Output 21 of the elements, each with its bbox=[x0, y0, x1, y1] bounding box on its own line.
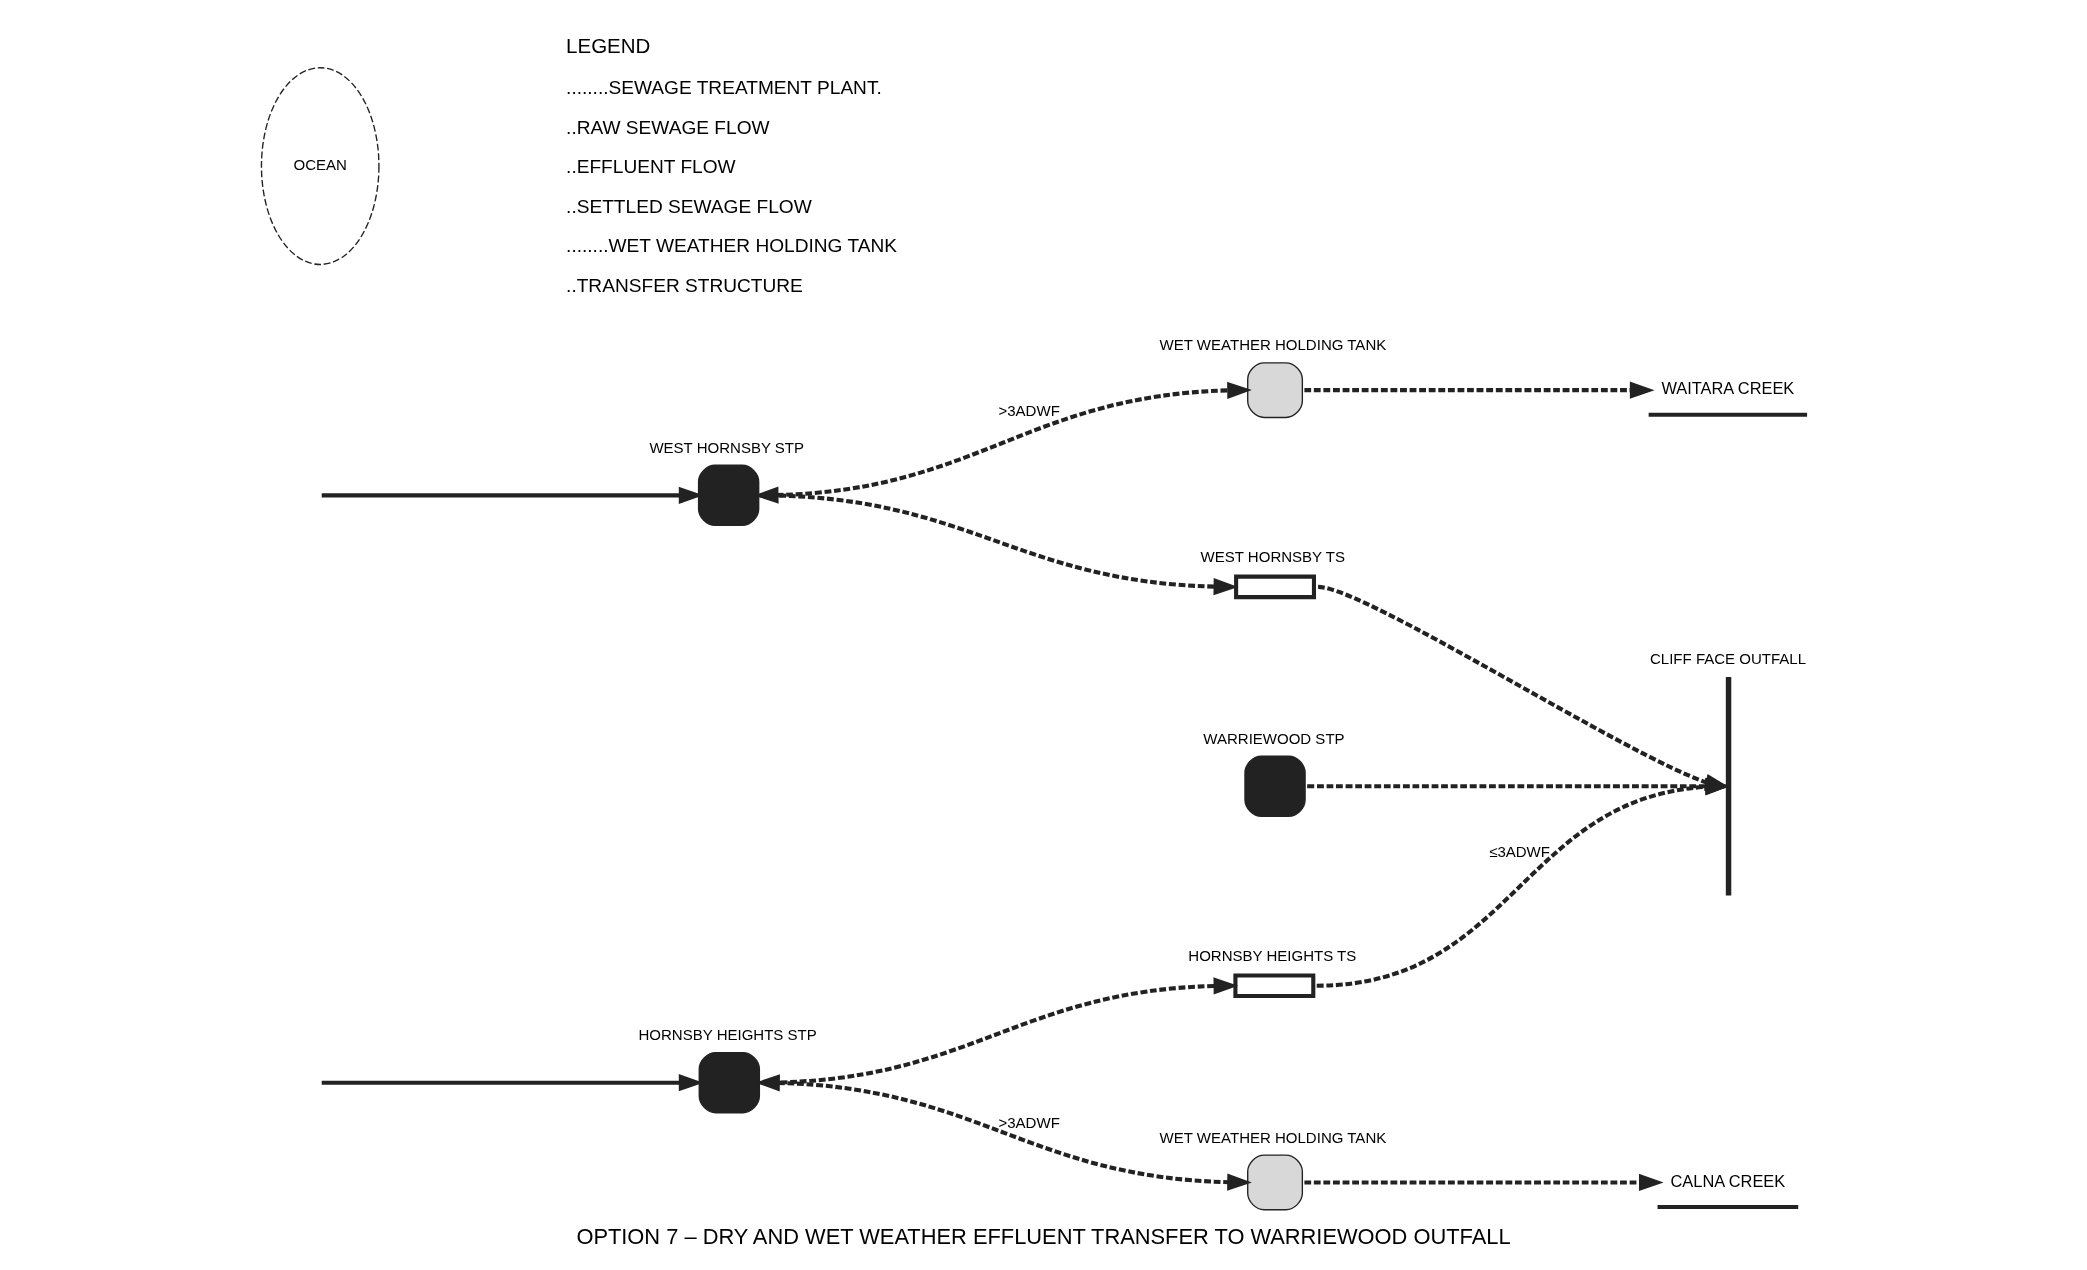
node-label: WEST HORNSBY STP bbox=[649, 438, 805, 456]
node-text: WAITARA CREEK bbox=[1661, 379, 1795, 398]
node-text: CALNA CREEK bbox=[1670, 1171, 1786, 1190]
node-label: WET WEATHER HOLDING TANK bbox=[1159, 336, 1387, 354]
node-label: HORNSBY HEIGHTS TS bbox=[1188, 946, 1357, 964]
node-label: HORNSBY HEIGHTS STP bbox=[638, 1026, 817, 1044]
legend-label: ........SEWAGE TREATMENT PLANT. bbox=[566, 77, 882, 98]
edge-label: ≤3ADWF bbox=[1489, 843, 1550, 861]
label: LEGEND bbox=[566, 33, 651, 57]
node-label: WET WEATHER HOLDING TANK bbox=[1159, 1128, 1387, 1146]
legend-label: ..EFFLUENT FLOW bbox=[566, 156, 736, 178]
node-label: WARRIEWOOD STP bbox=[1203, 729, 1345, 747]
caption: OPTION 7 – DRY AND WET WEATHER EFFLUENT TRANSFER TO WARRIEWOOD OUTFALL bbox=[576, 1223, 1511, 1249]
legend-label: ..TRANSFER STRUCTURE bbox=[566, 275, 803, 297]
legend-label: ..RAW SEWAGE FLOW bbox=[566, 116, 770, 138]
edge-label: >3ADWF bbox=[998, 401, 1060, 419]
node-label: CLIFF FACE OUTFALL bbox=[1650, 650, 1807, 668]
edge-label: >3ADWF bbox=[998, 1113, 1060, 1131]
legend-label: ........WET WEATHER HOLDING TANK bbox=[566, 235, 897, 257]
legend-label: ..SETTLED SEWAGE FLOW bbox=[566, 195, 812, 217]
node-label: WEST HORNSBY TS bbox=[1200, 547, 1345, 565]
